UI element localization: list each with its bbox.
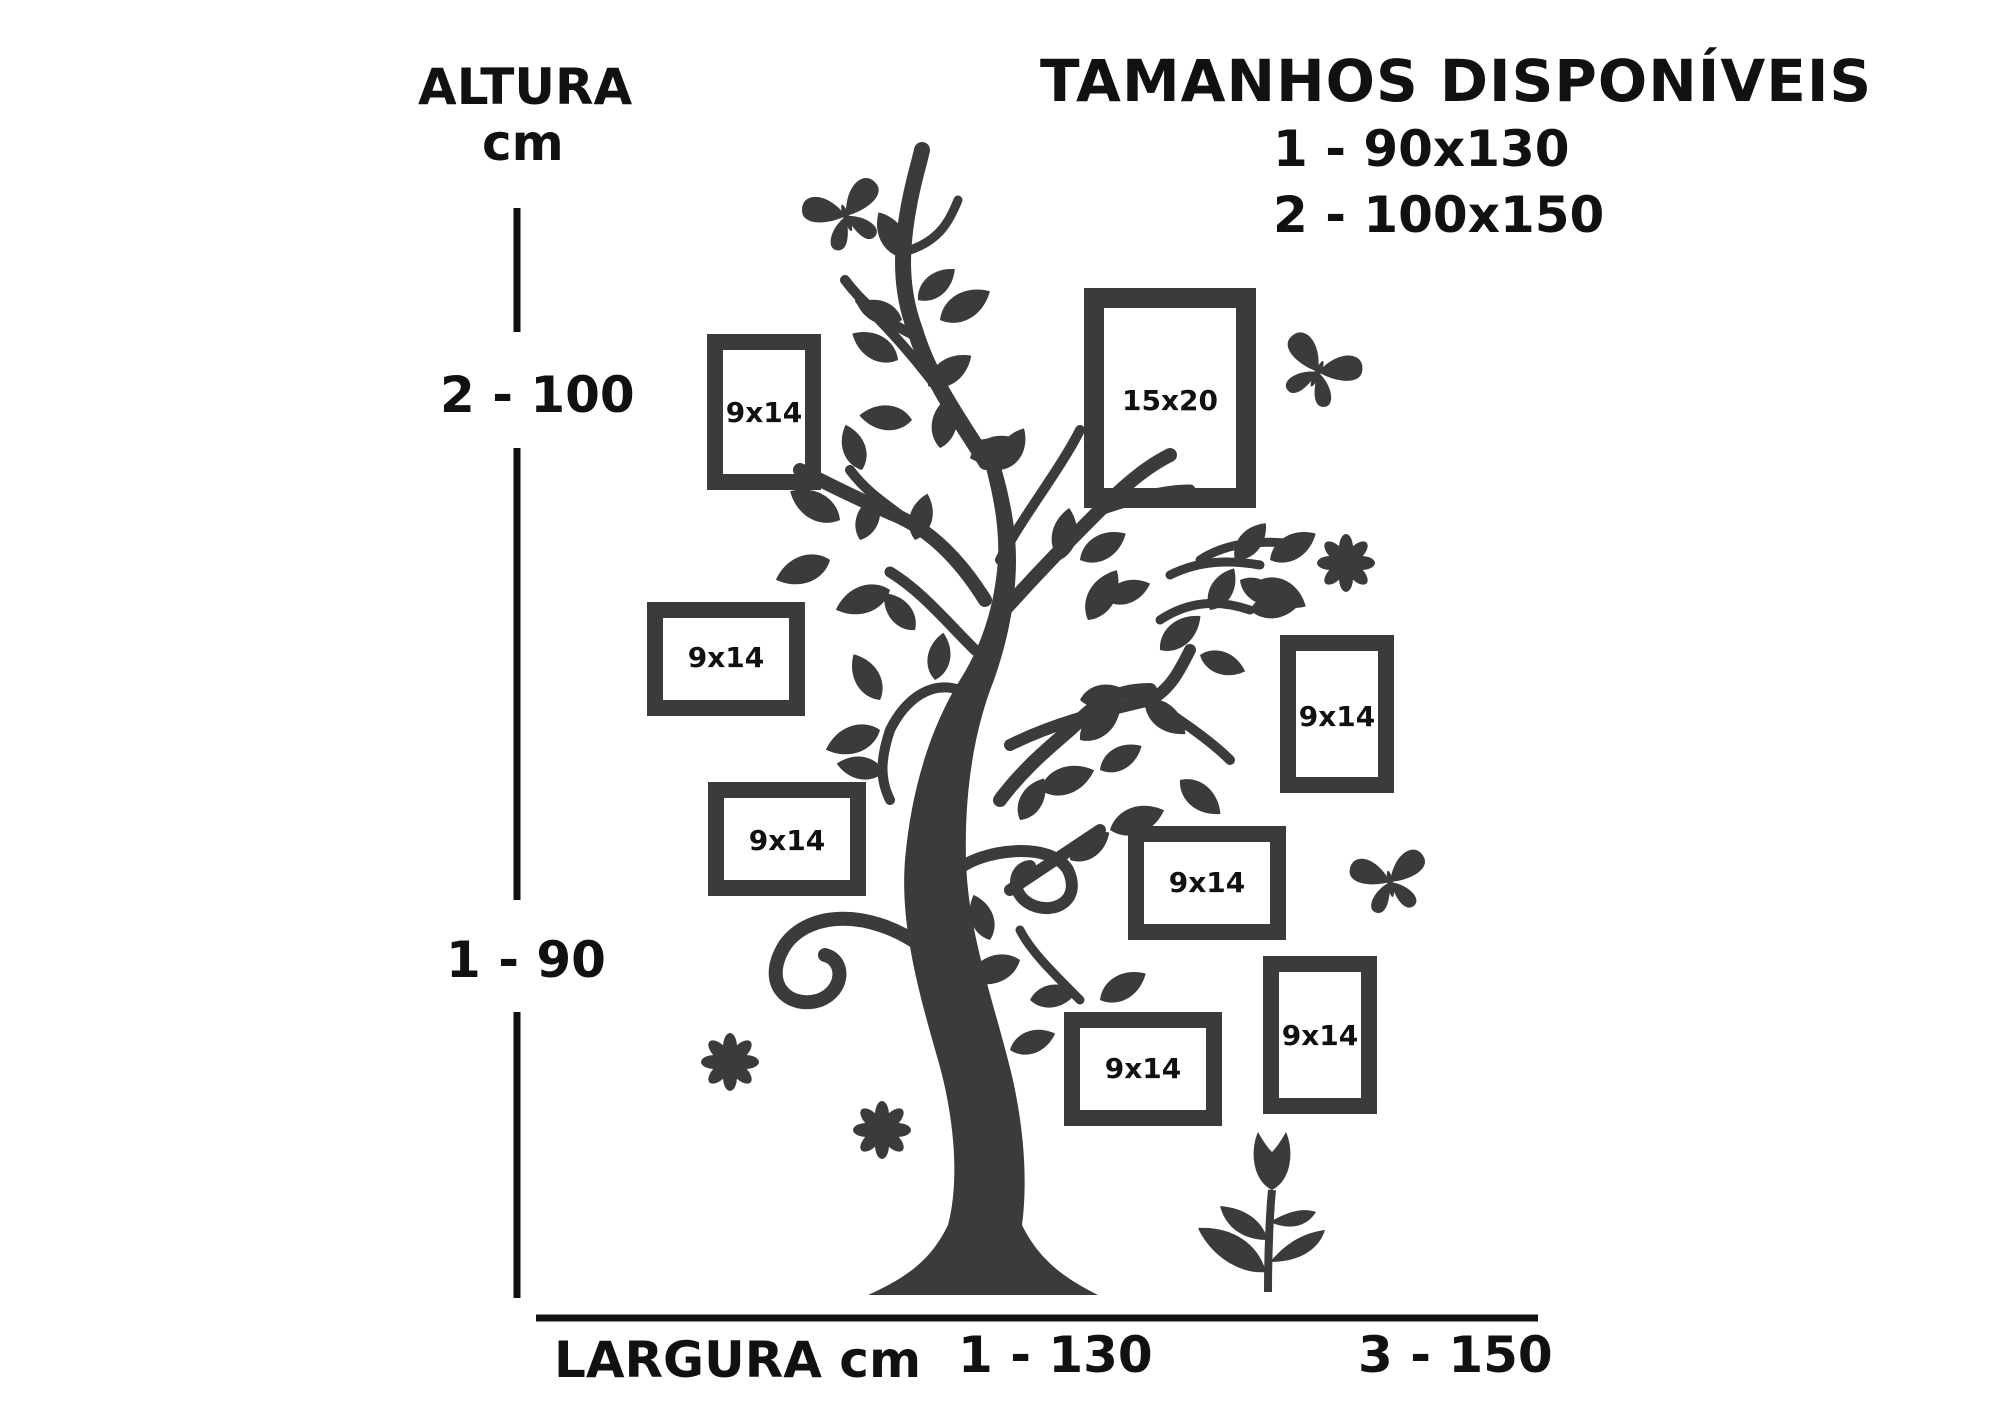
frame-label-right-upper: 9x14 <box>1299 700 1376 733</box>
frame-label-bottom-center: 9x14 <box>1105 1052 1182 1085</box>
frame-right-upper <box>1280 635 1394 793</box>
size-option-2: 2 - 100x150 <box>1273 186 1605 244</box>
tree-decal <box>768 142 1322 1295</box>
frame-label-left-lower: 9x14 <box>749 824 826 857</box>
width-mark-150: 3 - 150 <box>1358 1326 1553 1384</box>
frame-mid-left <box>647 602 805 716</box>
largura-label: LARGURA cm <box>554 1331 922 1389</box>
frame-label-center-right: 9x14 <box>1169 866 1246 899</box>
butterfly-icon <box>1268 328 1367 417</box>
size-option-1: 1 - 90x130 <box>1273 120 1570 178</box>
flower-icon <box>1317 534 1375 592</box>
flower-icon <box>701 1033 759 1091</box>
frame-label-top-large: 15x20 <box>1122 384 1218 417</box>
frame-top-large <box>1084 288 1256 508</box>
sizes-title: TAMANHOS DISPONÍVEIS <box>1040 47 1873 115</box>
butterfly-icon <box>1347 847 1433 917</box>
frame-label-bottom-right: 9x14 <box>1282 1019 1359 1052</box>
frame-labels: 9x14 15x20 9x14 9x14 9x14 9x14 9x14 9x14 <box>688 384 1376 1085</box>
frame-center-right <box>1128 826 1286 940</box>
frame-label-mid-left: 9x14 <box>688 641 765 674</box>
altura-label: ALTURA <box>418 58 633 116</box>
height-mark-90: 1 - 90 <box>446 931 606 989</box>
width-mark-130: 1 - 130 <box>958 1326 1153 1384</box>
frame-left-lower <box>708 782 866 896</box>
altura-unit-label: cm <box>482 114 564 172</box>
frames <box>647 288 1394 1126</box>
frame-bottom-center <box>1064 1012 1222 1126</box>
frame-bottom-right <box>1263 956 1377 1114</box>
tulip-icon <box>1198 1132 1325 1293</box>
flower-icon <box>853 1101 911 1159</box>
height-mark-100: 2 - 100 <box>440 366 635 424</box>
frame-label-top-left: 9x14 <box>726 396 803 429</box>
frame-top-left <box>707 334 821 490</box>
